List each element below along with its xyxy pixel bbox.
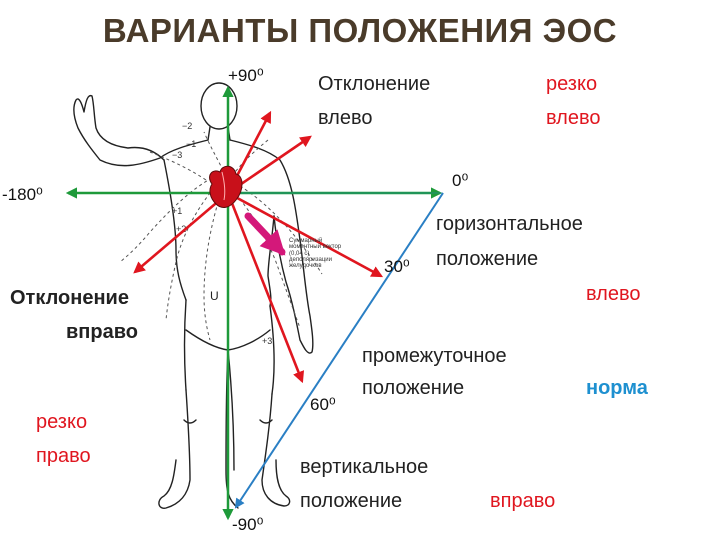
iso-label-minus2: −2 — [182, 121, 192, 131]
angle-60: 60⁰ — [310, 395, 336, 414]
vector-caption-l4: деполяризации — [289, 256, 332, 263]
label-left-deviation-l2: влево — [318, 107, 373, 129]
label-vertical-l2: положение — [300, 490, 403, 512]
vector-caption-l5: желудочков — [289, 263, 322, 270]
vector-caption-l2: моментный вектор — [289, 244, 342, 251]
human-body-outline — [73, 82, 314, 509]
angle-30: 30⁰ — [384, 257, 410, 276]
label-left-deviation-l1: Отклонение — [318, 73, 431, 95]
angle-plus90: +90⁰ — [228, 66, 264, 85]
heart-icon — [209, 165, 243, 208]
page-title: ВАРИАНТЫ ПОЛОЖЕНИЯ ЭОС — [102, 12, 618, 49]
label-right-deviation-l2: вправо — [66, 321, 138, 343]
blue-line-right — [234, 192, 444, 509]
iso-label-minus1: −1 — [186, 139, 196, 149]
label-vertical-tag: вправо — [490, 490, 556, 512]
mean-vector-arrow — [244, 212, 286, 256]
vector-60 — [226, 192, 305, 384]
isopotential-lines — [119, 131, 323, 341]
label-intermediate-tag: норма — [586, 377, 648, 399]
vector-right-down — [133, 192, 229, 274]
label-sharp-left-l2: влево — [546, 107, 601, 129]
vector-caption-l3: (0,04 с) — [289, 250, 310, 257]
iso-label-plus1: +1 — [172, 206, 182, 216]
vector-30 — [227, 191, 384, 278]
angle-minus180: -180⁰ — [2, 185, 43, 204]
vectors — [133, 110, 384, 384]
label-intermediate-l2: положение — [362, 377, 465, 399]
mean-vector-caption: Суммарный моментный вектор (0,04 с) депо… — [289, 238, 341, 269]
label-vertical-l1: вертикальное — [300, 456, 429, 478]
angle-zero: 0⁰ — [452, 171, 469, 190]
angle-minus90: -90⁰ — [232, 515, 264, 534]
label-sharp-right-l2: право — [36, 445, 91, 467]
iso-label-plus3: +3 — [262, 336, 272, 346]
label-sharp-right-l1: резко — [36, 411, 88, 433]
vector-caption-l1: Суммарный — [289, 238, 323, 244]
iso-label-minus3: −3 — [172, 150, 182, 160]
label-horizontal-l2: положение — [436, 248, 539, 270]
label-horizontal-l1: горизонтальное — [436, 213, 583, 235]
blue-boundaries — [228, 192, 444, 509]
label-horizontal-tag: влево — [586, 283, 641, 305]
label-sharp-left-l1: резко — [546, 73, 598, 95]
label-right-deviation-l1: Отклонение — [10, 287, 129, 309]
label-intermediate-l1: промежуточное — [362, 345, 507, 367]
iso-label-plus2: +2 — [176, 224, 186, 234]
groin-mark: U — [210, 289, 219, 303]
